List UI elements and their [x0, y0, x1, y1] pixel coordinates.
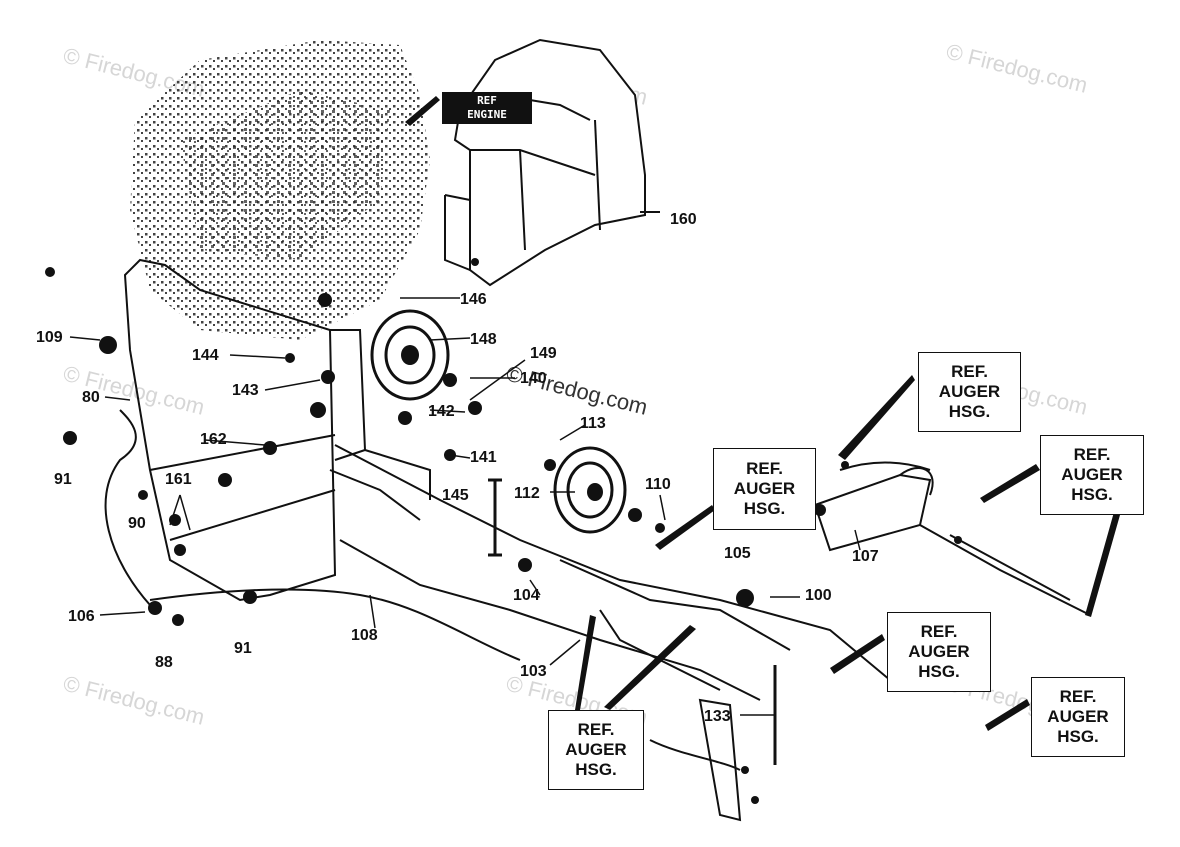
part-number-109: 109	[36, 329, 63, 346]
ref-line: REF.	[1059, 687, 1097, 706]
ref-line: AUGER	[908, 642, 970, 661]
frame	[104, 258, 1091, 822]
part-number-145: 145	[442, 487, 469, 504]
part-number-133: 133	[704, 708, 731, 725]
part-number-112: 112	[514, 485, 540, 502]
ref-line: HSG.	[1057, 727, 1099, 746]
ref-line: REF.	[577, 720, 615, 739]
part-number-140: 140	[520, 370, 547, 387]
ref-line: REF.	[1073, 445, 1111, 464]
pulley-148	[370, 309, 450, 401]
spring-145	[488, 478, 502, 557]
part-number-107: 107	[852, 548, 879, 565]
watermark-text: © Firedog.com	[61, 671, 207, 730]
pulley-112	[553, 446, 627, 534]
ref-line: HSG.	[575, 760, 617, 779]
ref-auger-hsg-box: REF. AUGER HSG.	[1040, 435, 1144, 515]
part-number-105: 105	[724, 545, 751, 562]
ref-auger-hsg-box: REF. AUGER HSG.	[713, 448, 816, 530]
leader-lines	[69, 297, 861, 716]
ref-line: REF.	[951, 362, 988, 381]
ref-line: REF.	[746, 459, 783, 478]
part-number-149: 149	[530, 345, 557, 362]
belt-cover	[444, 38, 660, 287]
ref-line: AUGER	[733, 479, 796, 498]
part-number-90: 90	[128, 515, 146, 532]
part-number-161: 161	[165, 471, 192, 488]
part-number-144: 144	[192, 347, 219, 364]
engine-ref-line-2: ENGINE	[467, 108, 507, 121]
ref-auger-hsg-box: REF. AUGER HSG.	[918, 352, 1021, 432]
watermark-text: © Firedog.com	[944, 39, 1090, 98]
part-number-143: 143	[232, 382, 259, 399]
part-numbers: 109 80 91 90 161 162 144 143 146 148 149…	[36, 211, 879, 725]
ref-line: AUGER	[1047, 707, 1109, 726]
ref-line: HSG.	[1071, 485, 1113, 504]
ref-auger-hsg-box: REF. AUGER HSG.	[887, 612, 991, 692]
ref-line: REF.	[920, 622, 958, 641]
part-number-141: 141	[470, 449, 497, 466]
ref-line: HSG.	[918, 662, 960, 681]
ref-auger-hsg-box: REF. AUGER HSG.	[1031, 677, 1125, 757]
part-number-106: 106	[68, 608, 95, 625]
ref-arrows	[405, 96, 1120, 731]
part-number-103: 103	[520, 663, 547, 680]
ref-line: AUGER	[565, 740, 627, 759]
part-number-80: 80	[82, 389, 100, 406]
part-number-108: 108	[351, 627, 378, 644]
ref-line: AUGER	[938, 382, 1001, 401]
part-number-88: 88	[155, 654, 173, 671]
ref-line: HSG.	[743, 499, 786, 518]
part-number-148: 148	[470, 331, 497, 348]
part-number-100: 100	[805, 587, 832, 604]
ref-auger-hsg-box: REF. AUGER HSG.	[548, 710, 644, 790]
ref-line: AUGER	[1061, 465, 1123, 484]
engine-silhouette	[130, 40, 430, 340]
part-number-142: 142	[428, 403, 455, 420]
part-number-91: 91	[54, 471, 72, 488]
part-number-110: 110	[645, 476, 671, 493]
part-number-160: 160	[670, 211, 697, 228]
part-number-146: 146	[460, 291, 487, 308]
hardware	[45, 258, 962, 804]
engine-ref-tag: REF ENGINE	[442, 92, 532, 124]
part-number-91: 91	[234, 640, 252, 657]
part-number-162: 162	[200, 431, 227, 448]
engine-ref-line-1: REF	[477, 94, 497, 107]
part-number-113: 113	[580, 415, 606, 432]
part-number-104: 104	[513, 587, 540, 604]
ref-line: HSG.	[948, 402, 991, 421]
